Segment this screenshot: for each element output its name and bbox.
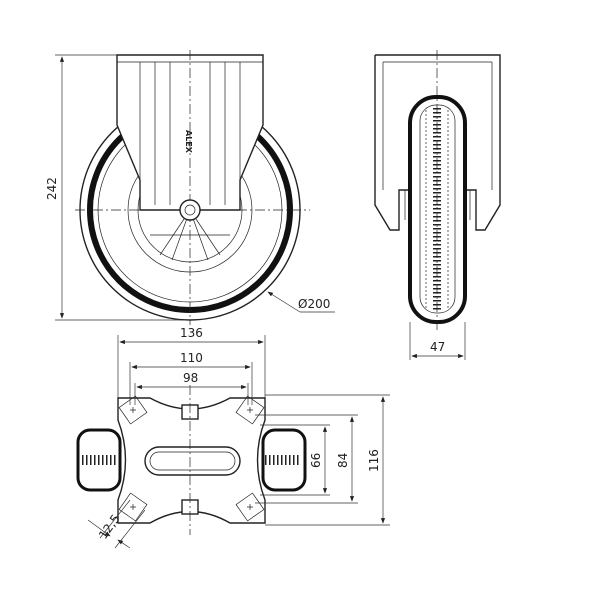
- front-view: ALEX: [75, 50, 310, 325]
- side-view: [374, 50, 501, 330]
- mounting-holes: [118, 395, 265, 522]
- top-view: [76, 385, 307, 535]
- dim-diameter: Ø200: [298, 297, 330, 311]
- axle-nut: [179, 199, 201, 221]
- dimension-wheel-width: 47: [409, 322, 466, 360]
- plate-slot: [144, 446, 241, 476]
- wheel-right-edge: [261, 428, 307, 492]
- dimension-wheel-diameter: Ø200: [267, 291, 335, 313]
- dim-47: 47: [430, 340, 445, 354]
- wheel-spokes: [150, 209, 230, 261]
- dim-136: 136: [180, 326, 203, 340]
- dim-242: 242: [45, 177, 59, 200]
- dim-110: 110: [180, 351, 203, 365]
- top-plate: [117, 397, 266, 524]
- dim-98: 98: [183, 371, 198, 385]
- side-fork: [374, 54, 501, 231]
- dimension-overall-height: 242: [45, 54, 190, 321]
- logo-text: ALEX: [184, 130, 193, 154]
- dim-116: 116: [367, 449, 381, 472]
- dim-84: 84: [336, 453, 350, 468]
- dim-66: 66: [309, 453, 323, 468]
